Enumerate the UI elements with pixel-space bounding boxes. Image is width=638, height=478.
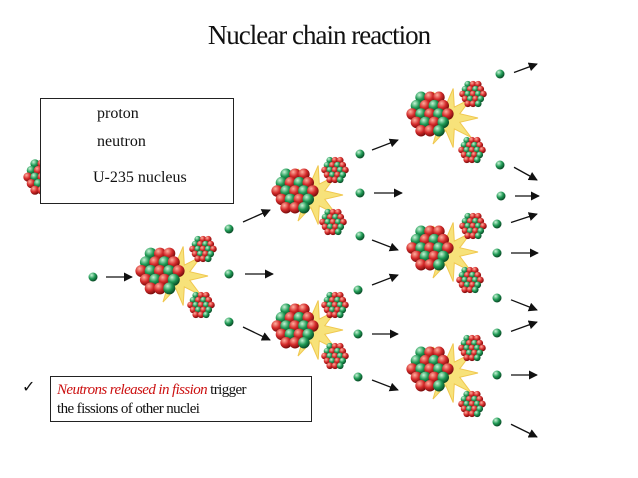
neutron-3a	[353, 285, 363, 295]
arrow-out-6	[510, 299, 538, 312]
arrow-out-2	[513, 166, 538, 181]
u235-nucleus-5	[406, 225, 454, 271]
caption-text-1: trigger	[207, 382, 246, 398]
fragment-6a	[458, 334, 486, 362]
u235-nucleus-3	[271, 303, 319, 349]
neutron-out-9	[492, 417, 502, 427]
fragment-1b	[187, 291, 215, 319]
fragment-2a	[321, 156, 349, 184]
fragment-5a	[459, 212, 487, 240]
arrow-3a	[371, 273, 399, 286]
legend-box: proton neutron U-235 nucleus	[40, 98, 234, 204]
u235-nucleus-4	[406, 91, 454, 137]
arrow-2c	[371, 239, 399, 252]
legend-nucleus-label: U-235 nucleus	[93, 169, 187, 186]
fragment-4b	[458, 136, 486, 164]
neutron-2c	[355, 231, 365, 241]
neutron-out-1	[495, 69, 505, 79]
u235-nucleus-2	[271, 168, 319, 214]
neutron-incoming	[88, 272, 98, 282]
fragment-5b	[456, 266, 484, 294]
arrow-3c	[371, 379, 399, 392]
page-title: Nuclear chain reaction	[207, 20, 431, 50]
arrow-out-7	[510, 320, 538, 332]
fragment-6b	[458, 390, 486, 418]
neutron-1b	[224, 269, 234, 279]
arrow-1c	[242, 326, 271, 341]
arrow-out-1	[513, 62, 538, 74]
arrow-out-4	[510, 212, 538, 224]
legend-neutron-label: neutron	[97, 133, 146, 150]
caption-text-2: the fissions of other nuclei	[57, 401, 200, 417]
fragment-3a	[321, 291, 349, 319]
neutron-out-5	[492, 248, 502, 258]
fragment-1a	[189, 235, 217, 263]
fragment-2b	[319, 208, 347, 236]
neutron-out-6	[492, 293, 502, 303]
arrow-2a	[371, 138, 399, 151]
neutron-out-7	[492, 328, 502, 338]
caption-highlight: Neutrons released in fission	[57, 382, 208, 398]
neutron-2a	[355, 149, 365, 159]
neutron-1c	[224, 317, 234, 327]
legend-proton-label: proton	[97, 105, 139, 122]
neutron-2b	[355, 188, 365, 198]
fragment-3b	[321, 342, 349, 370]
neutron-3b	[353, 329, 363, 339]
neutron-out-3	[496, 191, 506, 201]
neutron-1a	[224, 224, 234, 234]
u235-nucleus-6	[406, 346, 454, 392]
arrow-out-9	[510, 423, 538, 438]
neutron-out-4	[492, 219, 502, 229]
u235-nucleus-1	[135, 247, 185, 295]
caption-box: Neutrons released in fission trigger the …	[50, 376, 312, 422]
fragment-4a	[459, 80, 487, 108]
checkmark-icon: ✓	[22, 379, 36, 396]
neutron-out-8	[492, 370, 502, 380]
arrow-1a	[242, 209, 271, 223]
neutron-out-2	[495, 160, 505, 170]
neutron-3c	[353, 372, 363, 382]
